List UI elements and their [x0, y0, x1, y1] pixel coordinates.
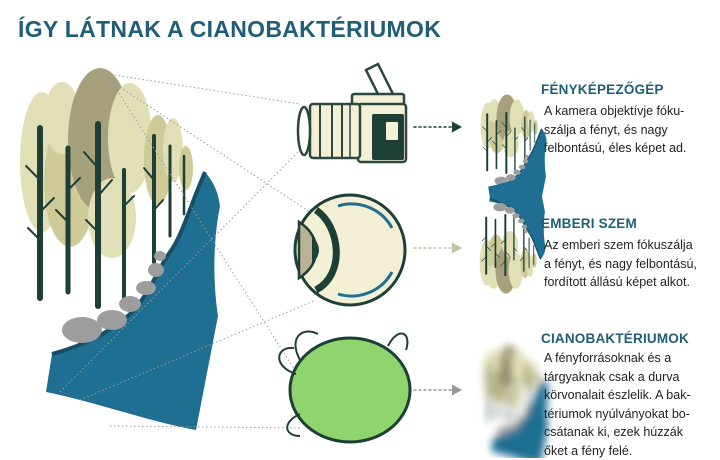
arrows [414, 122, 461, 395]
row-eye-title: EMBERI SZEM [541, 216, 637, 231]
description-line: körvonalait észlelik. A bak- [544, 386, 716, 405]
description-line: Az emberi szem fókuszálja [544, 236, 716, 255]
arrow-icon [414, 122, 461, 132]
description-line: felbontású, éles képet ad. [544, 139, 716, 158]
description-line: A kamera objektívje fóku- [544, 102, 716, 121]
description-line: tériumok nyúlványokat bo- [544, 405, 716, 424]
human-eye-icon [295, 195, 405, 305]
cyanobacterium-cell-icon [279, 332, 410, 442]
row-eye-description: Az emberi szem fókuszálja a fényt, és na… [544, 236, 716, 292]
description-line: a fényt, és nagy felbontású, [544, 255, 716, 274]
description-line: fordított állású képet alkot. [544, 273, 716, 292]
camera-icon [298, 64, 406, 162]
description-line: szálja a fényt, és nagy [544, 121, 716, 140]
cyanobacteria-result-image [483, 344, 549, 458]
forest-scene [20, 68, 220, 430]
row-camera-title: FÉNYKÉPEZŐGÉP [541, 82, 664, 97]
arrow-icon [414, 243, 461, 253]
eye-result-image [480, 174, 546, 293]
description-line: A fényforrásoknak és a [544, 349, 716, 368]
arrow-icon [414, 385, 461, 395]
description-line: csátanak ki, ezek húzzák [544, 423, 716, 442]
row-camera-description: A kamera objektívje fóku- szálja a fényt… [544, 102, 716, 158]
description-line: tárgyaknak csak a durva [544, 368, 716, 387]
row-cyanobacteria-title: CIANOBAKTÉRIUMOK [541, 331, 689, 346]
row-cyanobacteria-description: A fényforrásoknak és a tárgyaknak csak a… [544, 349, 716, 460]
description-line: őket a fény felé. [544, 442, 716, 460]
